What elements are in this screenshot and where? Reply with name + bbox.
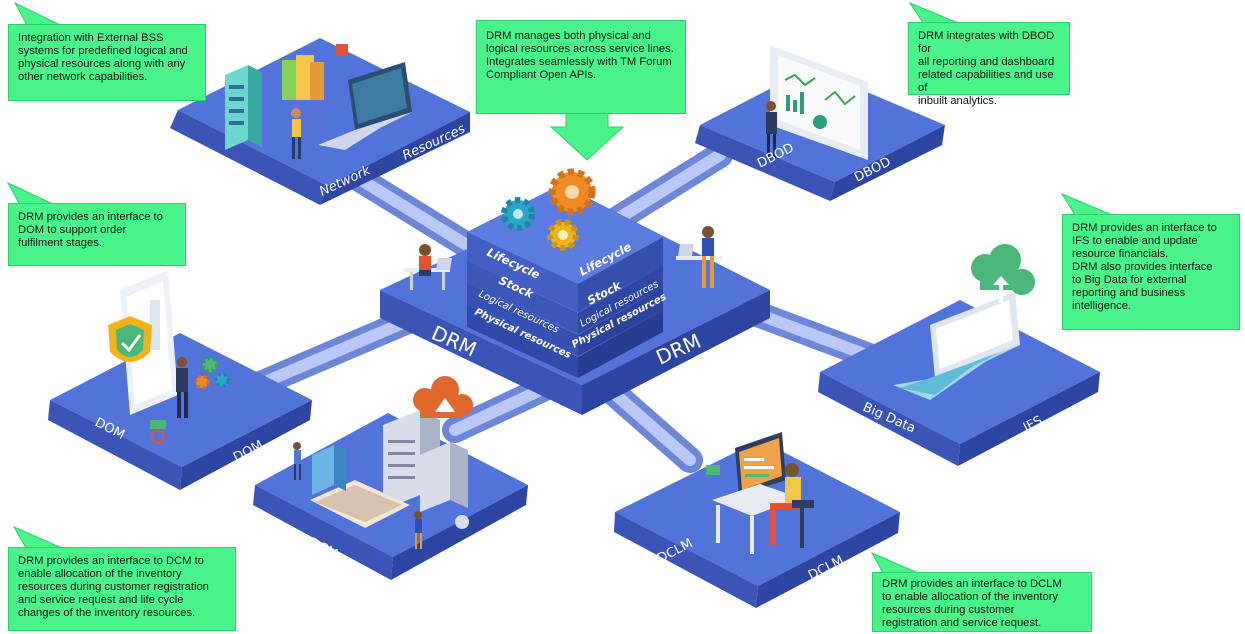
desk-icon (712, 484, 800, 554)
cloud-icon (971, 244, 1035, 303)
gear-icon (547, 219, 579, 251)
cloud-icon (413, 376, 473, 418)
person-icon (293, 442, 301, 480)
gear-icon (194, 356, 230, 390)
platform-bigdata: Big Data IFS (818, 244, 1100, 466)
dashboard-icon (770, 45, 868, 160)
connector-pipes (245, 142, 893, 473)
person-icon (676, 226, 722, 288)
platform-dom: DOM DOM (48, 270, 312, 490)
monitor-icon (706, 432, 786, 496)
platform-dclm: DCLM DCLM (614, 432, 900, 608)
binders-icon (282, 44, 348, 100)
person-icon (404, 244, 452, 290)
platform-dbod: DBOD DBOD (695, 45, 945, 201)
gear-icon (501, 197, 535, 231)
shield-check-icon (108, 316, 152, 362)
laptop-icon (893, 292, 1020, 400)
platform-dcm: DCM DCM (253, 376, 528, 580)
person-icon (176, 357, 188, 418)
drm-resource-stack: Lifecycle Stock Logical resources Physic… (467, 168, 668, 378)
laptop-icon (310, 480, 410, 528)
person-icon (770, 463, 814, 548)
gear-icon (548, 168, 596, 216)
person-icon (291, 108, 301, 159)
laptop-icon (318, 62, 412, 150)
server-rack-icon (312, 445, 346, 495)
callout-shapes (6, 1, 1113, 574)
platform-external-bss: External BSS Systems Network Resources (170, 38, 470, 218)
server-rack-icon (225, 65, 262, 150)
person-icon (766, 101, 777, 158)
server-rack-icon (383, 410, 468, 512)
person-icon (414, 511, 422, 549)
